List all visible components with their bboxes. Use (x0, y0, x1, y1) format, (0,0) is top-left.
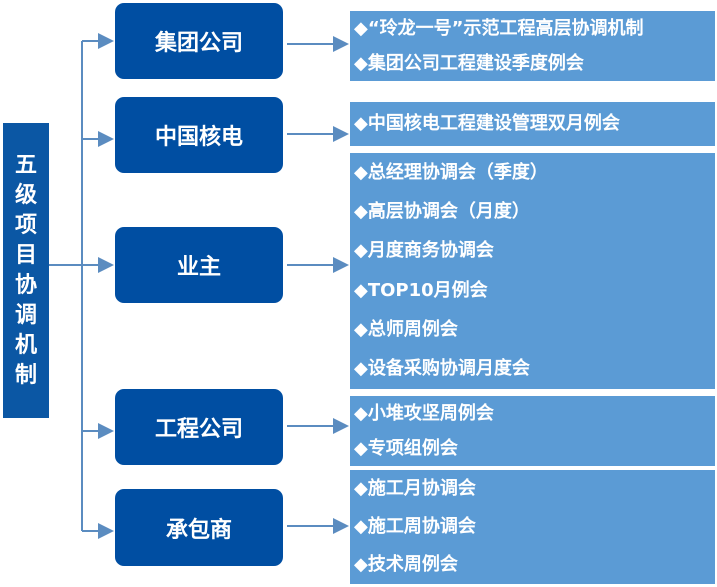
diamond-bullet-icon: ◆ (354, 554, 368, 575)
root-label-char: 级 (14, 182, 37, 208)
meeting-label: 小堆攻坚周例会 (367, 402, 494, 424)
meeting-item: ◆总师周例会 (354, 318, 715, 342)
meetings-box-group-company: ◆“玲龙一号”示范工程高层协调机制◆集团公司工程建设季度例会 (350, 11, 715, 81)
diamond-bullet-icon: ◆ (354, 240, 368, 262)
root-label-char: 协 (14, 272, 37, 298)
diamond-bullet-icon: ◆ (354, 52, 368, 74)
level-box-engineering-company: 工程公司 (115, 389, 283, 465)
diamond-bullet-icon: ◆ (354, 17, 368, 39)
level-box-owner: 业主 (115, 227, 283, 303)
level-box-contractor: 承包商 (115, 489, 283, 566)
meeting-label: 设备采购协调月度会 (367, 358, 530, 380)
meeting-label: 总师周例会 (367, 318, 458, 340)
diamond-bullet-icon: ◆ (354, 279, 368, 301)
root-box: 五级项目协调机制 (3, 123, 49, 418)
meeting-label: 技术周例会 (367, 554, 458, 575)
meeting-item: ◆“玲龙一号”示范工程高层协调机制 (354, 17, 715, 41)
diamond-bullet-icon: ◆ (354, 358, 368, 380)
meeting-item: ◆施工周协调会 (354, 515, 715, 539)
meeting-label: 中国核电工程建设管理双月例会 (367, 113, 620, 134)
level-box-group-company: 集团公司 (115, 3, 283, 79)
root-label-char: 制 (14, 362, 37, 388)
diamond-bullet-icon: ◆ (354, 113, 368, 134)
diamond-bullet-icon: ◆ (354, 161, 368, 183)
root-label-char: 五 (14, 152, 37, 178)
level-label: 工程公司 (154, 417, 243, 442)
meeting-item: ◆小堆攻坚周例会 (354, 402, 715, 426)
meetings-box-owner: ◆总经理协调会（季度）◆高层协调会（月度）◆月度商务协调会◆TOP10月例会◆总… (350, 153, 715, 389)
meeting-item: ◆设备采购协调月度会 (354, 357, 715, 381)
meeting-item: ◆月度商务协调会 (354, 239, 715, 263)
meeting-label: TOP10月例会 (367, 279, 488, 301)
meeting-label: 总经理协调会（季度） (367, 161, 548, 183)
root-label-char: 项 (14, 212, 37, 238)
meeting-item: ◆总经理协调会（季度） (354, 161, 715, 185)
meeting-label: 月度商务协调会 (367, 240, 494, 262)
diamond-bullet-icon: ◆ (354, 437, 368, 459)
level-box-cnnp: 中国核电 (115, 97, 283, 173)
meeting-label: 高层协调会（月度） (367, 200, 530, 222)
root-label-char: 机 (14, 332, 37, 358)
level-label: 承包商 (165, 517, 232, 543)
meeting-item: ◆TOP10月例会 (354, 279, 715, 303)
meeting-label: 专项组例会 (367, 437, 458, 459)
meeting-item: ◆集团公司工程建设季度例会 (354, 52, 715, 76)
diamond-bullet-icon: ◆ (354, 402, 368, 424)
meeting-label: 集团公司工程建设季度例会 (367, 52, 584, 74)
meeting-item: ◆高层协调会（月度） (354, 200, 715, 224)
meeting-item: ◆技术周例会 (354, 553, 715, 577)
level-label: 中国核电 (154, 125, 243, 150)
root-label-char: 目 (14, 242, 37, 268)
level-label: 业主 (176, 255, 221, 280)
meeting-label: “玲龙一号”示范工程高层协调机制 (367, 17, 644, 39)
diamond-bullet-icon: ◆ (354, 318, 368, 340)
root-label-char: 调 (14, 302, 37, 328)
meeting-label: 施工周协调会 (367, 516, 476, 537)
meetings-box-cnnp: ◆中国核电工程建设管理双月例会 (350, 102, 715, 146)
meeting-item: ◆中国核电工程建设管理双月例会 (354, 112, 715, 136)
meeting-label: 施工月协调会 (367, 478, 476, 499)
meeting-item: ◆专项组例会 (354, 437, 715, 461)
diamond-bullet-icon: ◆ (354, 200, 368, 222)
meetings-box-contractor: ◆施工月协调会◆施工周协调会◆技术周例会 (350, 470, 715, 584)
meeting-item: ◆施工月协调会 (354, 477, 715, 501)
meetings-box-engineering-company: ◆小堆攻坚周例会◆专项组例会 (350, 396, 715, 466)
diamond-bullet-icon: ◆ (354, 516, 368, 537)
level-label: 集团公司 (154, 31, 243, 56)
diamond-bullet-icon: ◆ (354, 478, 368, 499)
